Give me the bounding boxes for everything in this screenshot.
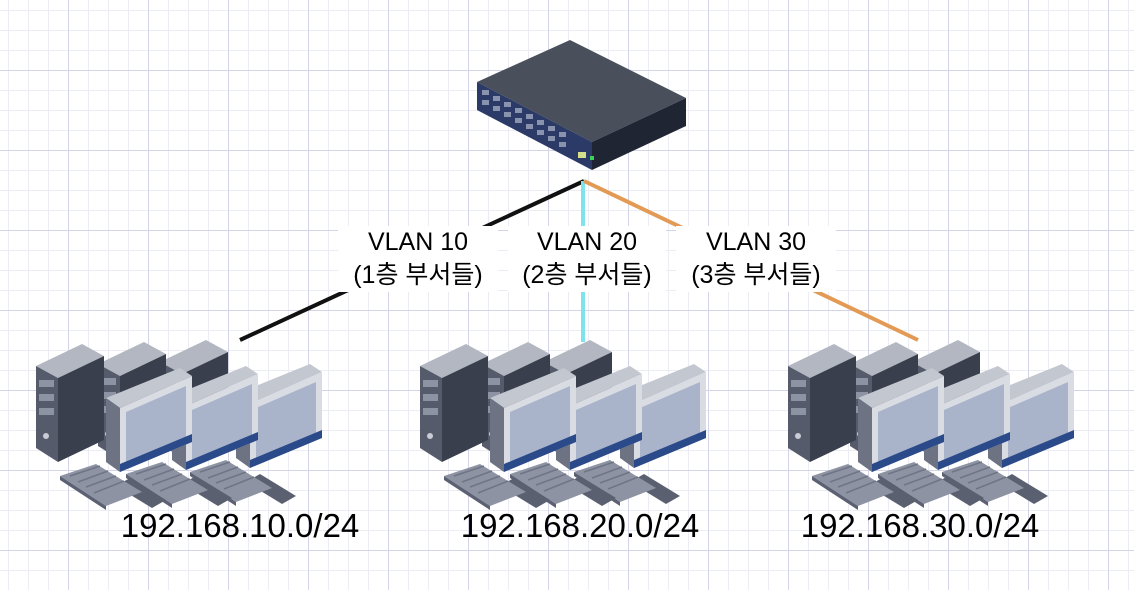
vlan20-dept: (2층 부서들): [522, 261, 652, 289]
vlan10-name: VLAN 10: [367, 228, 469, 256]
vlan20-name: VLAN 20: [536, 228, 638, 256]
workstation-group-1-icon: [36, 340, 322, 510]
vlan20-label: VLAN 20 (2층 부서들): [508, 226, 666, 292]
network-switch-icon: [477, 40, 686, 170]
vlan30-name: VLAN 30: [705, 228, 807, 256]
subnet-label-2: 192.168.20.0/24: [460, 507, 700, 544]
subnet-label-1: 192.168.10.0/24: [120, 507, 360, 544]
vlan10-dept: (1층 부서들): [353, 261, 483, 289]
workstation-group-3-icon: [788, 340, 1074, 510]
subnet-label-3: 192.168.30.0/24: [800, 507, 1040, 544]
vlan10-label: VLAN 10 (1층 부서들): [338, 226, 498, 292]
workstation-group-2-icon: [420, 340, 706, 510]
vlan30-label: VLAN 30 (3층 부서들): [676, 226, 836, 292]
vlan30-dept: (3층 부서들): [691, 261, 821, 289]
